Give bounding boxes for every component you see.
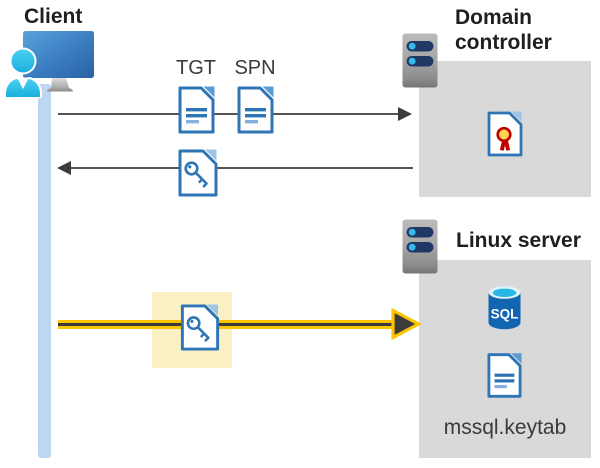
tgt-document-icon (178, 86, 215, 134)
client-lifeline (38, 84, 51, 458)
keytab-document-icon (487, 353, 522, 398)
spn-label: SPN (234, 57, 276, 79)
dc-to-client-arrowhead-icon (57, 161, 71, 175)
client-label: Client (24, 5, 83, 28)
client-to-linux-arrow-core (58, 323, 398, 326)
sql-label: SQL (491, 307, 519, 322)
sql-database-icon: SQL (488, 286, 521, 330)
client-to-linux-arrowhead-icon (391, 308, 421, 340)
domain-controller-label: Domain controller (455, 6, 552, 54)
dc-to-client-arrow-line (70, 167, 413, 169)
client-to-dc-arrow-line (58, 113, 400, 115)
highlighted-key-document-icon (180, 304, 220, 351)
certificate-icon (487, 111, 523, 157)
user-icon (4, 47, 42, 98)
monitor-icon (23, 31, 94, 78)
linux-server-icon (402, 219, 438, 274)
spn-document-icon (237, 86, 274, 134)
domain-controller-server-icon (402, 33, 438, 88)
tgt-label: TGT (176, 57, 216, 79)
keytab-label: mssql.keytab (443, 416, 567, 439)
key-ticket-document-icon (178, 149, 218, 197)
linux-server-label: Linux server (456, 229, 581, 252)
client-to-dc-arrowhead-icon (398, 107, 412, 121)
client-computer-icon (4, 31, 94, 98)
monitor-stand (47, 78, 73, 92)
